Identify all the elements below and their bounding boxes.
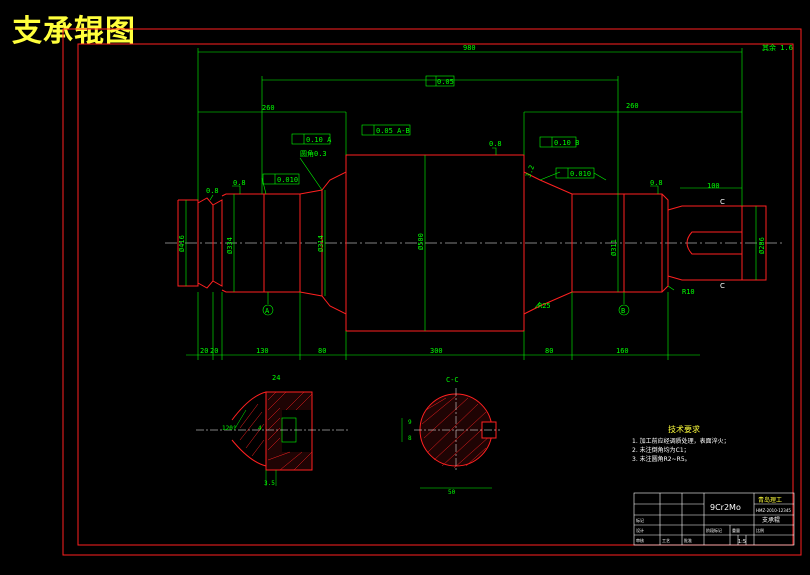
section-mark-c1: C <box>720 198 725 206</box>
detail-left-dim2: 3.5 <box>264 480 275 487</box>
dim-left-dia2: Ø334 <box>226 237 234 254</box>
tech-line-1: 1. 加工前应经调质处理，表面淬火； <box>632 437 730 445</box>
dim-b4: 80 <box>318 347 326 355</box>
rough-top: 3.2 <box>524 164 536 179</box>
tb-row-3: 审核 <box>636 537 644 543</box>
dim-right: 260 <box>626 102 639 110</box>
inner-frame <box>77 43 794 546</box>
tb-row-4: 工艺 <box>662 538 670 543</box>
tech-heading: 技术要求 <box>668 424 700 434</box>
dim-b7: 160 <box>616 347 629 355</box>
section-cc-dim1: 9 <box>408 419 412 426</box>
tb-part-name: 支承辊 <box>762 516 780 524</box>
rough-a: 0.8 <box>233 179 246 187</box>
gtol-left-perp: 0.10 A <box>306 136 332 144</box>
section-cc-dim2: 8 <box>408 435 412 442</box>
datum-a: A <box>265 307 270 315</box>
tb-scale: 1:5 <box>738 539 746 545</box>
dim-right-dia2: Ø286 <box>758 237 766 254</box>
tech-line-3: 3. 未注圆角R2~R5。 <box>632 455 691 463</box>
detail-left-dim1: 4 <box>258 425 262 432</box>
detail-left-dim3: 120° <box>222 425 236 432</box>
tb-school: 青岛理工 <box>758 496 782 504</box>
dim-b1: 20 <box>200 347 208 355</box>
gtol-frames <box>262 75 607 185</box>
groove-note: 圆角0.3 <box>300 149 327 158</box>
datum-b: B <box>621 307 625 315</box>
dim-right-dia1: Ø311 <box>610 239 618 256</box>
dimension-lines <box>185 48 757 360</box>
dim-end: 100 <box>707 182 720 190</box>
rough-body: 0.8 <box>489 140 502 148</box>
section-mark-c2: C <box>720 282 725 290</box>
tech-requirements: 技术要求 1. 加工前应经调质处理，表面淬火； 2. 未注倒角均为C1； 3. … <box>632 424 730 463</box>
drawing-title: 支承辊图 <box>12 14 136 49</box>
outer-frame <box>62 28 802 556</box>
tb-drawing-no: HMZ-2010-12345 <box>756 508 791 513</box>
detail-view-left: 24 4 3.5 120° <box>196 374 350 487</box>
gtol-right-perp: 0.10 B <box>554 139 579 147</box>
tb-row-6: 阶段标记 <box>706 527 722 533</box>
dim-b5: 300 <box>430 347 443 355</box>
title-block: 9Cr2Mo 青岛理工 HMZ-2010-12345 支承辊 1:5 标记 设计… <box>633 492 795 546</box>
dim-neck-dia: Ø314 <box>317 235 325 252</box>
tb-row-2: 设计 <box>636 527 644 533</box>
gtol-left-runout: 0.010 <box>277 176 298 184</box>
tb-material: 9Cr2Mo <box>710 503 741 512</box>
dim-overall: 980 <box>463 44 476 52</box>
dim-b6: 80 <box>545 347 553 355</box>
tb-row-8: 比例 <box>756 527 764 533</box>
dim-body-dia: Ø500 <box>417 233 425 250</box>
gtol-body-circ: 0.05 A-B <box>376 127 410 135</box>
dim-r25: R25 <box>538 302 551 310</box>
detail-left-label: 24 <box>272 374 280 382</box>
tb-row-1: 标记 <box>636 517 644 523</box>
section-view-cc: C-C 9 8 50 <box>401 376 500 496</box>
dim-b3: 130 <box>256 347 269 355</box>
section-cc-dim3: 50 <box>448 489 456 496</box>
section-cc-label: C-C <box>446 376 459 384</box>
rough-c: 0.8 <box>650 179 663 187</box>
shaft-outline <box>177 154 767 332</box>
tb-row-7: 重量 <box>732 527 740 533</box>
rough-b: 0.8 <box>206 187 219 195</box>
dim-left: 260 <box>262 104 275 112</box>
tb-row-5: 批准 <box>684 537 692 543</box>
gtol-top: 0.05 <box>437 78 454 86</box>
dim-r10: R10 <box>682 288 695 296</box>
gtol-right-runout: 0.010 <box>570 170 591 178</box>
dim-left-dia1: Ø416 <box>178 235 186 252</box>
tech-line-2: 2. 未注倒角均为C1； <box>632 446 690 454</box>
surface-note: 其余 1.6 <box>762 43 793 52</box>
dim-b2: 20 <box>210 347 218 355</box>
